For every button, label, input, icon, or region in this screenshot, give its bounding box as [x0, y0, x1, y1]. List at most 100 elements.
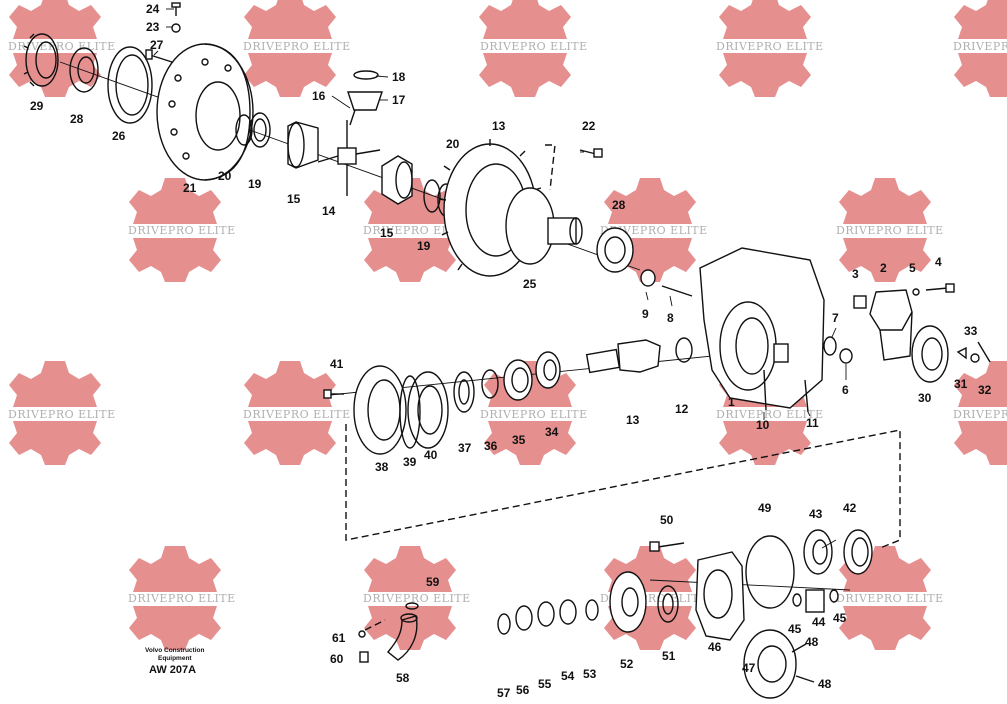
label-56: 56	[516, 683, 530, 697]
label-14: 14	[322, 204, 336, 218]
part-31-nut	[956, 346, 967, 360]
part-22-bolt	[579, 148, 603, 158]
label-3: 3	[852, 267, 859, 281]
label-17: 17	[392, 93, 406, 107]
label-31: 31	[954, 377, 968, 391]
part-18-washer	[353, 70, 379, 80]
part-4-bolt	[925, 283, 955, 293]
part-11-shim	[804, 379, 809, 413]
watermark-text: DRIVEPRO ELITE	[8, 408, 116, 421]
label-18: 18	[392, 70, 406, 84]
label-33: 33	[964, 324, 978, 338]
label-19b: 19	[417, 239, 431, 253]
label-47: 47	[742, 661, 756, 675]
label-4: 4	[935, 255, 942, 269]
part-28-bearing-2	[596, 227, 634, 273]
label-25: 25	[523, 277, 537, 291]
part-45-washer-2	[829, 589, 839, 603]
dashed-connector	[345, 424, 901, 549]
part-46-housing	[695, 551, 745, 641]
label-53: 53	[583, 667, 597, 681]
label-48b: 48	[818, 677, 832, 691]
watermark-text: DRIVEPRO ELITE	[243, 40, 351, 53]
watermark-text: DRIVEPRO ELITE	[953, 408, 1007, 421]
dashed-fitting-line	[364, 619, 386, 631]
part-12-seal	[675, 337, 693, 363]
part-5-washer	[912, 288, 920, 296]
caption-company: Volvo Construction	[145, 647, 204, 654]
part-15-side-gear-2	[381, 155, 413, 205]
part-10-shim	[763, 369, 767, 411]
part-44-sleeve	[805, 589, 825, 613]
label-50: 50	[660, 513, 674, 527]
part-19-ring	[249, 112, 271, 148]
label-23: 23	[146, 20, 160, 34]
part-9-plug	[640, 269, 656, 287]
label-10: 10	[756, 418, 770, 432]
label-36: 36	[484, 439, 498, 453]
label-30: 30	[918, 391, 932, 405]
caption-equipment: Equipment	[158, 655, 192, 662]
watermark-text: DRIVEPRO ELITE	[953, 40, 1007, 53]
label-42: 42	[843, 501, 857, 515]
watermark-text: DRIVEPRO ELITE	[480, 408, 588, 421]
part-21-diff-housing	[156, 43, 254, 181]
watermark-text: DRIVEPRO ELITE	[363, 592, 471, 605]
part-2-yoke	[869, 289, 913, 361]
part-7-washer	[823, 336, 837, 356]
label-46: 46	[708, 640, 722, 654]
label-15b: 15	[380, 226, 394, 240]
label-32: 32	[978, 383, 992, 397]
label-54: 54	[561, 669, 575, 683]
part-57-circlip	[497, 613, 511, 635]
watermark-text: DRIVEPRO ELITE	[128, 592, 236, 605]
carrier-housing-assembly	[585, 247, 991, 413]
label-20: 20	[218, 169, 232, 183]
part-28-bearing	[69, 47, 99, 93]
part-36-ring	[481, 369, 499, 399]
differential-assembly	[23, 2, 634, 277]
label-27: 27	[150, 38, 164, 52]
label-6: 6	[842, 383, 849, 397]
part-61-washer	[358, 630, 366, 638]
label-40: 40	[424, 448, 438, 462]
part-13-pinion	[585, 339, 661, 374]
part-3-nut	[853, 295, 867, 309]
part-35-bearing-cup	[503, 359, 533, 401]
caption-code: AW 207A	[149, 664, 196, 676]
label-1: 1	[728, 395, 735, 409]
part-19-ring-2	[423, 179, 441, 213]
label-45: 45	[788, 622, 802, 636]
part-8-stud	[661, 285, 693, 297]
part-25-case-half	[505, 187, 583, 265]
label-34: 34	[545, 425, 559, 439]
label-41: 41	[330, 357, 344, 371]
label-15: 15	[287, 192, 301, 206]
label-49: 49	[758, 501, 772, 515]
part-60-screw	[359, 651, 369, 663]
label-48: 48	[805, 635, 819, 649]
label-26: 26	[112, 129, 126, 143]
part-50-bolt	[649, 541, 685, 552]
label-59: 59	[426, 575, 440, 589]
part-24-screw	[171, 2, 181, 16]
label-9: 9	[642, 307, 649, 321]
part-34-bearing-cone	[535, 351, 561, 389]
label-43: 43	[809, 507, 823, 521]
part-49-oring	[745, 535, 795, 609]
part-27-bolt	[145, 49, 173, 63]
label-35: 35	[512, 433, 526, 447]
watermark-text: DRIVEPRO ELITE	[243, 408, 351, 421]
part-53-ring	[585, 599, 599, 621]
part-23-washer	[171, 23, 181, 33]
axis-line-lower	[649, 579, 851, 591]
label-7: 7	[832, 311, 839, 325]
watermark-text: DRIVEPRO ELITE	[480, 40, 588, 53]
label-60: 60	[330, 652, 344, 666]
label-24: 24	[146, 2, 160, 16]
part-58-elbow-pipe	[387, 613, 418, 661]
part-14-spider-cross	[317, 120, 381, 196]
label-21: 21	[183, 181, 197, 195]
part-48-bolt	[791, 643, 807, 653]
watermark-text: DRIVEPRO ELITE	[836, 592, 944, 605]
